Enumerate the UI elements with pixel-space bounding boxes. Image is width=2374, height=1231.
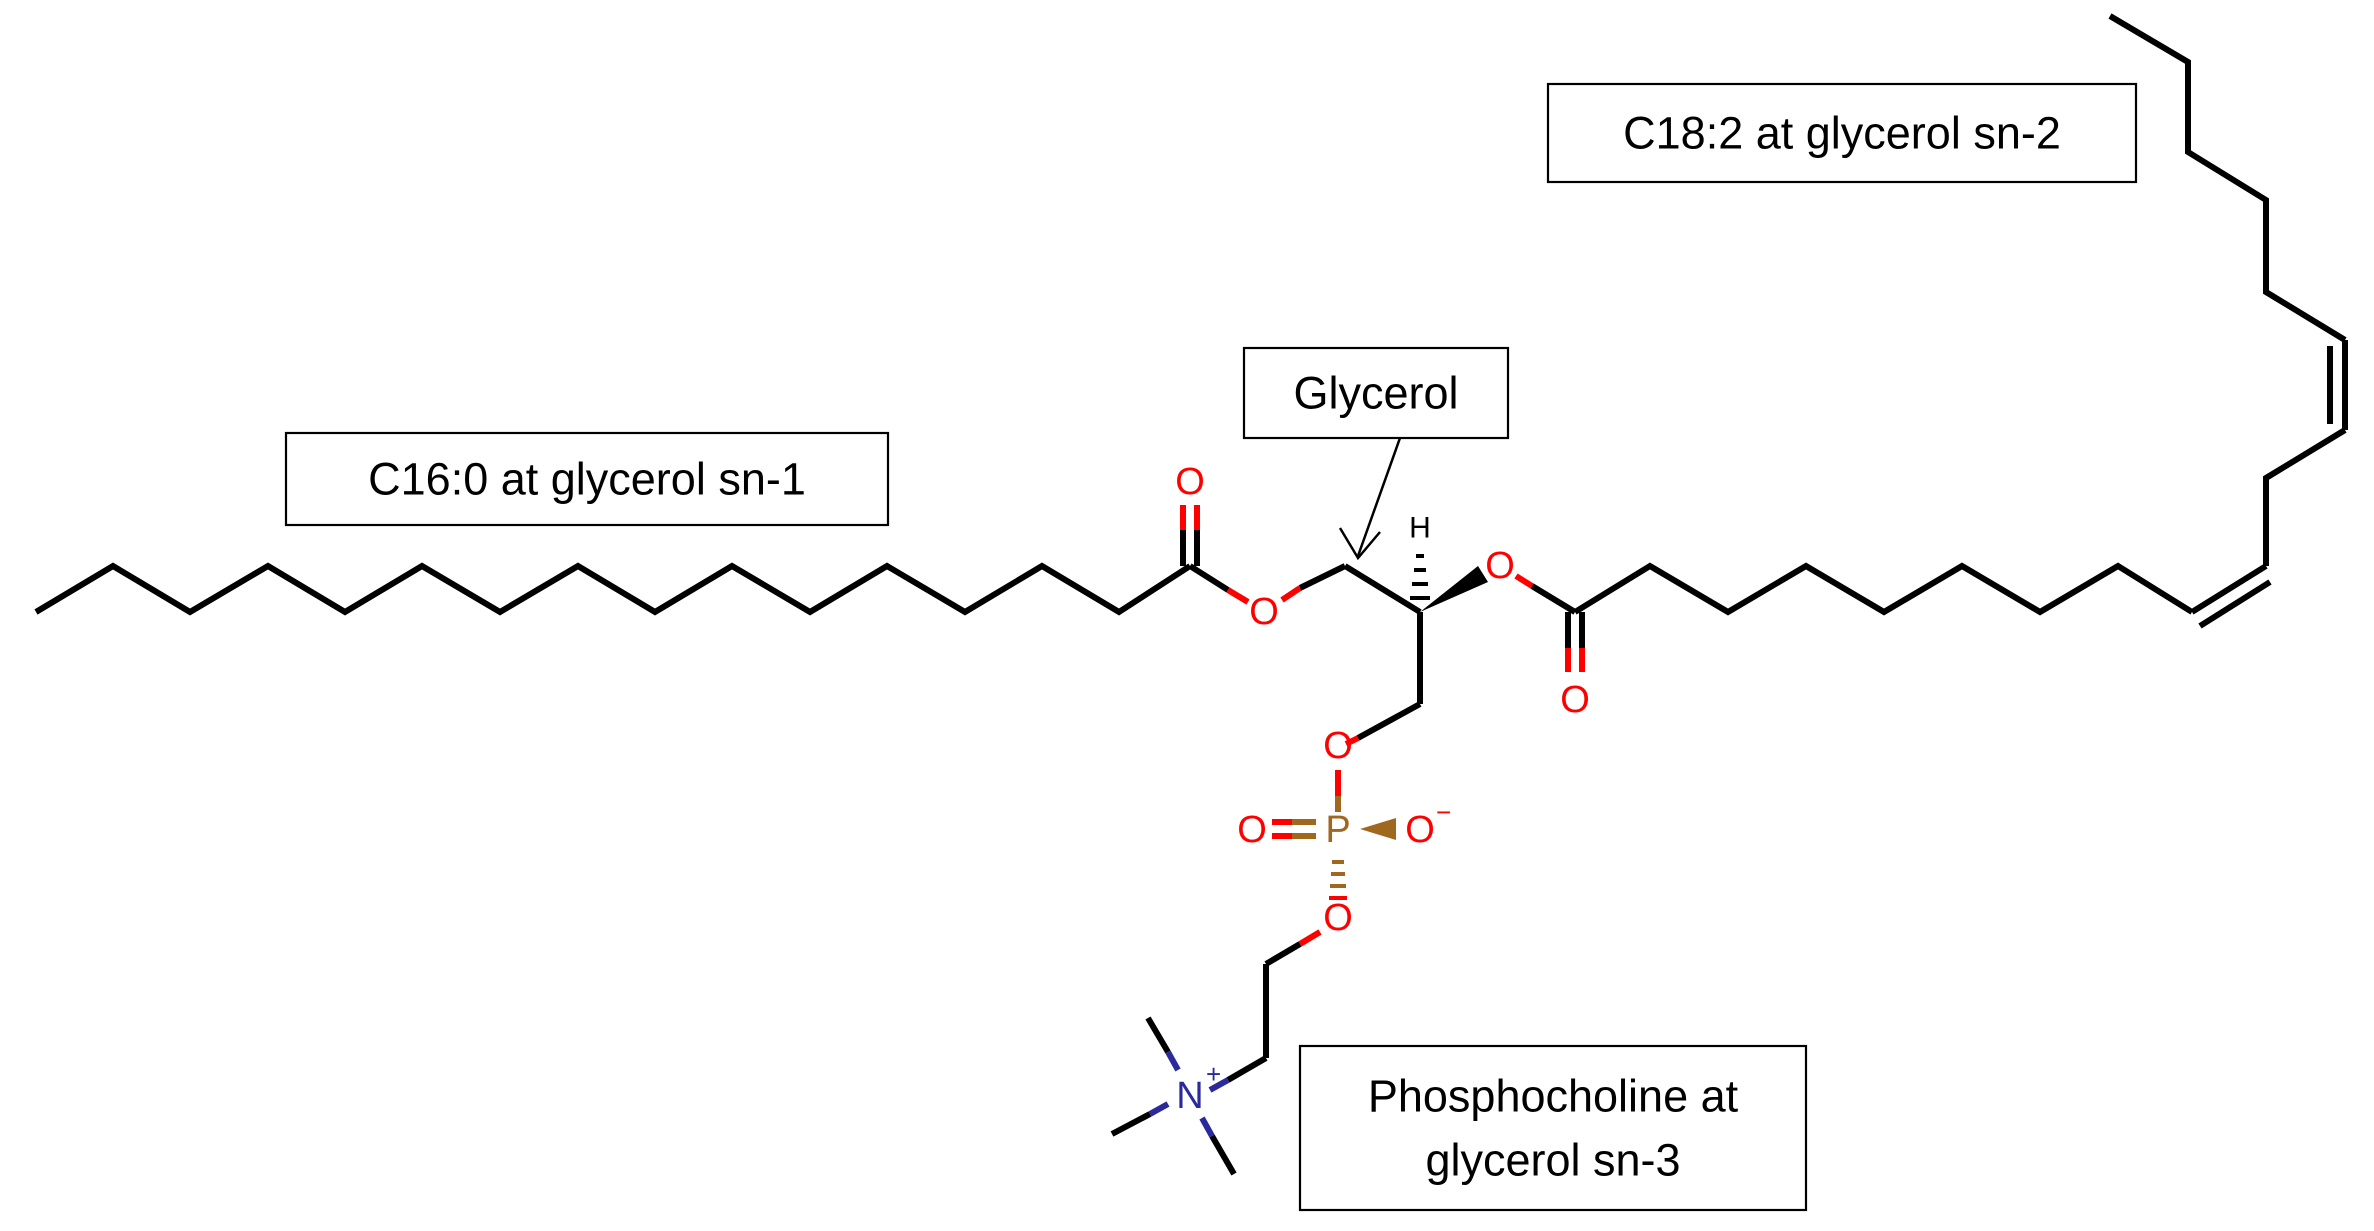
label-c18-text: C18:2 at glycerol sn-2 [1623,108,2061,159]
glycerol-arrow [1338,437,1402,561]
label-c16-text: C16:0 at glycerol sn-1 [368,454,806,505]
c16-acyl-chain [34,505,1250,616]
choline-group [1110,929,1322,1176]
choline-ester-oxygen: O [1323,897,1353,939]
label-c16: C16:0 at glycerol sn-1 [284,431,890,527]
phosphoryl-oxygen: O [1237,809,1267,851]
phosphate-group [1272,770,1396,900]
c18-acyl-chain [1514,13,2348,672]
label-phosphocholine-line2: glycerol sn-3 [1425,1135,1680,1186]
sn1-carbonyl-oxygen: O [1175,461,1205,503]
label-glycerol: Glycerol [1242,346,1510,440]
sn2-ester-oxygen: O [1485,545,1515,587]
label-glycerol-text: Glycerol [1293,368,1458,419]
sn1-ester-oxygen: O [1249,591,1279,633]
stereo-hydrogen: H [1409,512,1431,545]
label-phosphocholine-line1: Phosphocholine at [1368,1071,1739,1122]
quaternary-nitrogen: N [1176,1075,1203,1117]
positive-charge: + [1206,1059,1221,1089]
label-c18: C18:2 at glycerol sn-2 [1546,82,2138,184]
glycerol-backbone [1280,554,1488,747]
phosphorus-atom: P [1325,809,1350,851]
sn2-carbonyl-oxygen: O [1560,679,1590,721]
negative-charge: − [1436,797,1451,827]
sn3-ester-oxygen: O [1323,725,1353,767]
phosphate-anion-oxygen: O [1405,809,1435,851]
label-phosphocholine: Phosphocholine at glycerol sn-3 [1298,1044,1808,1212]
